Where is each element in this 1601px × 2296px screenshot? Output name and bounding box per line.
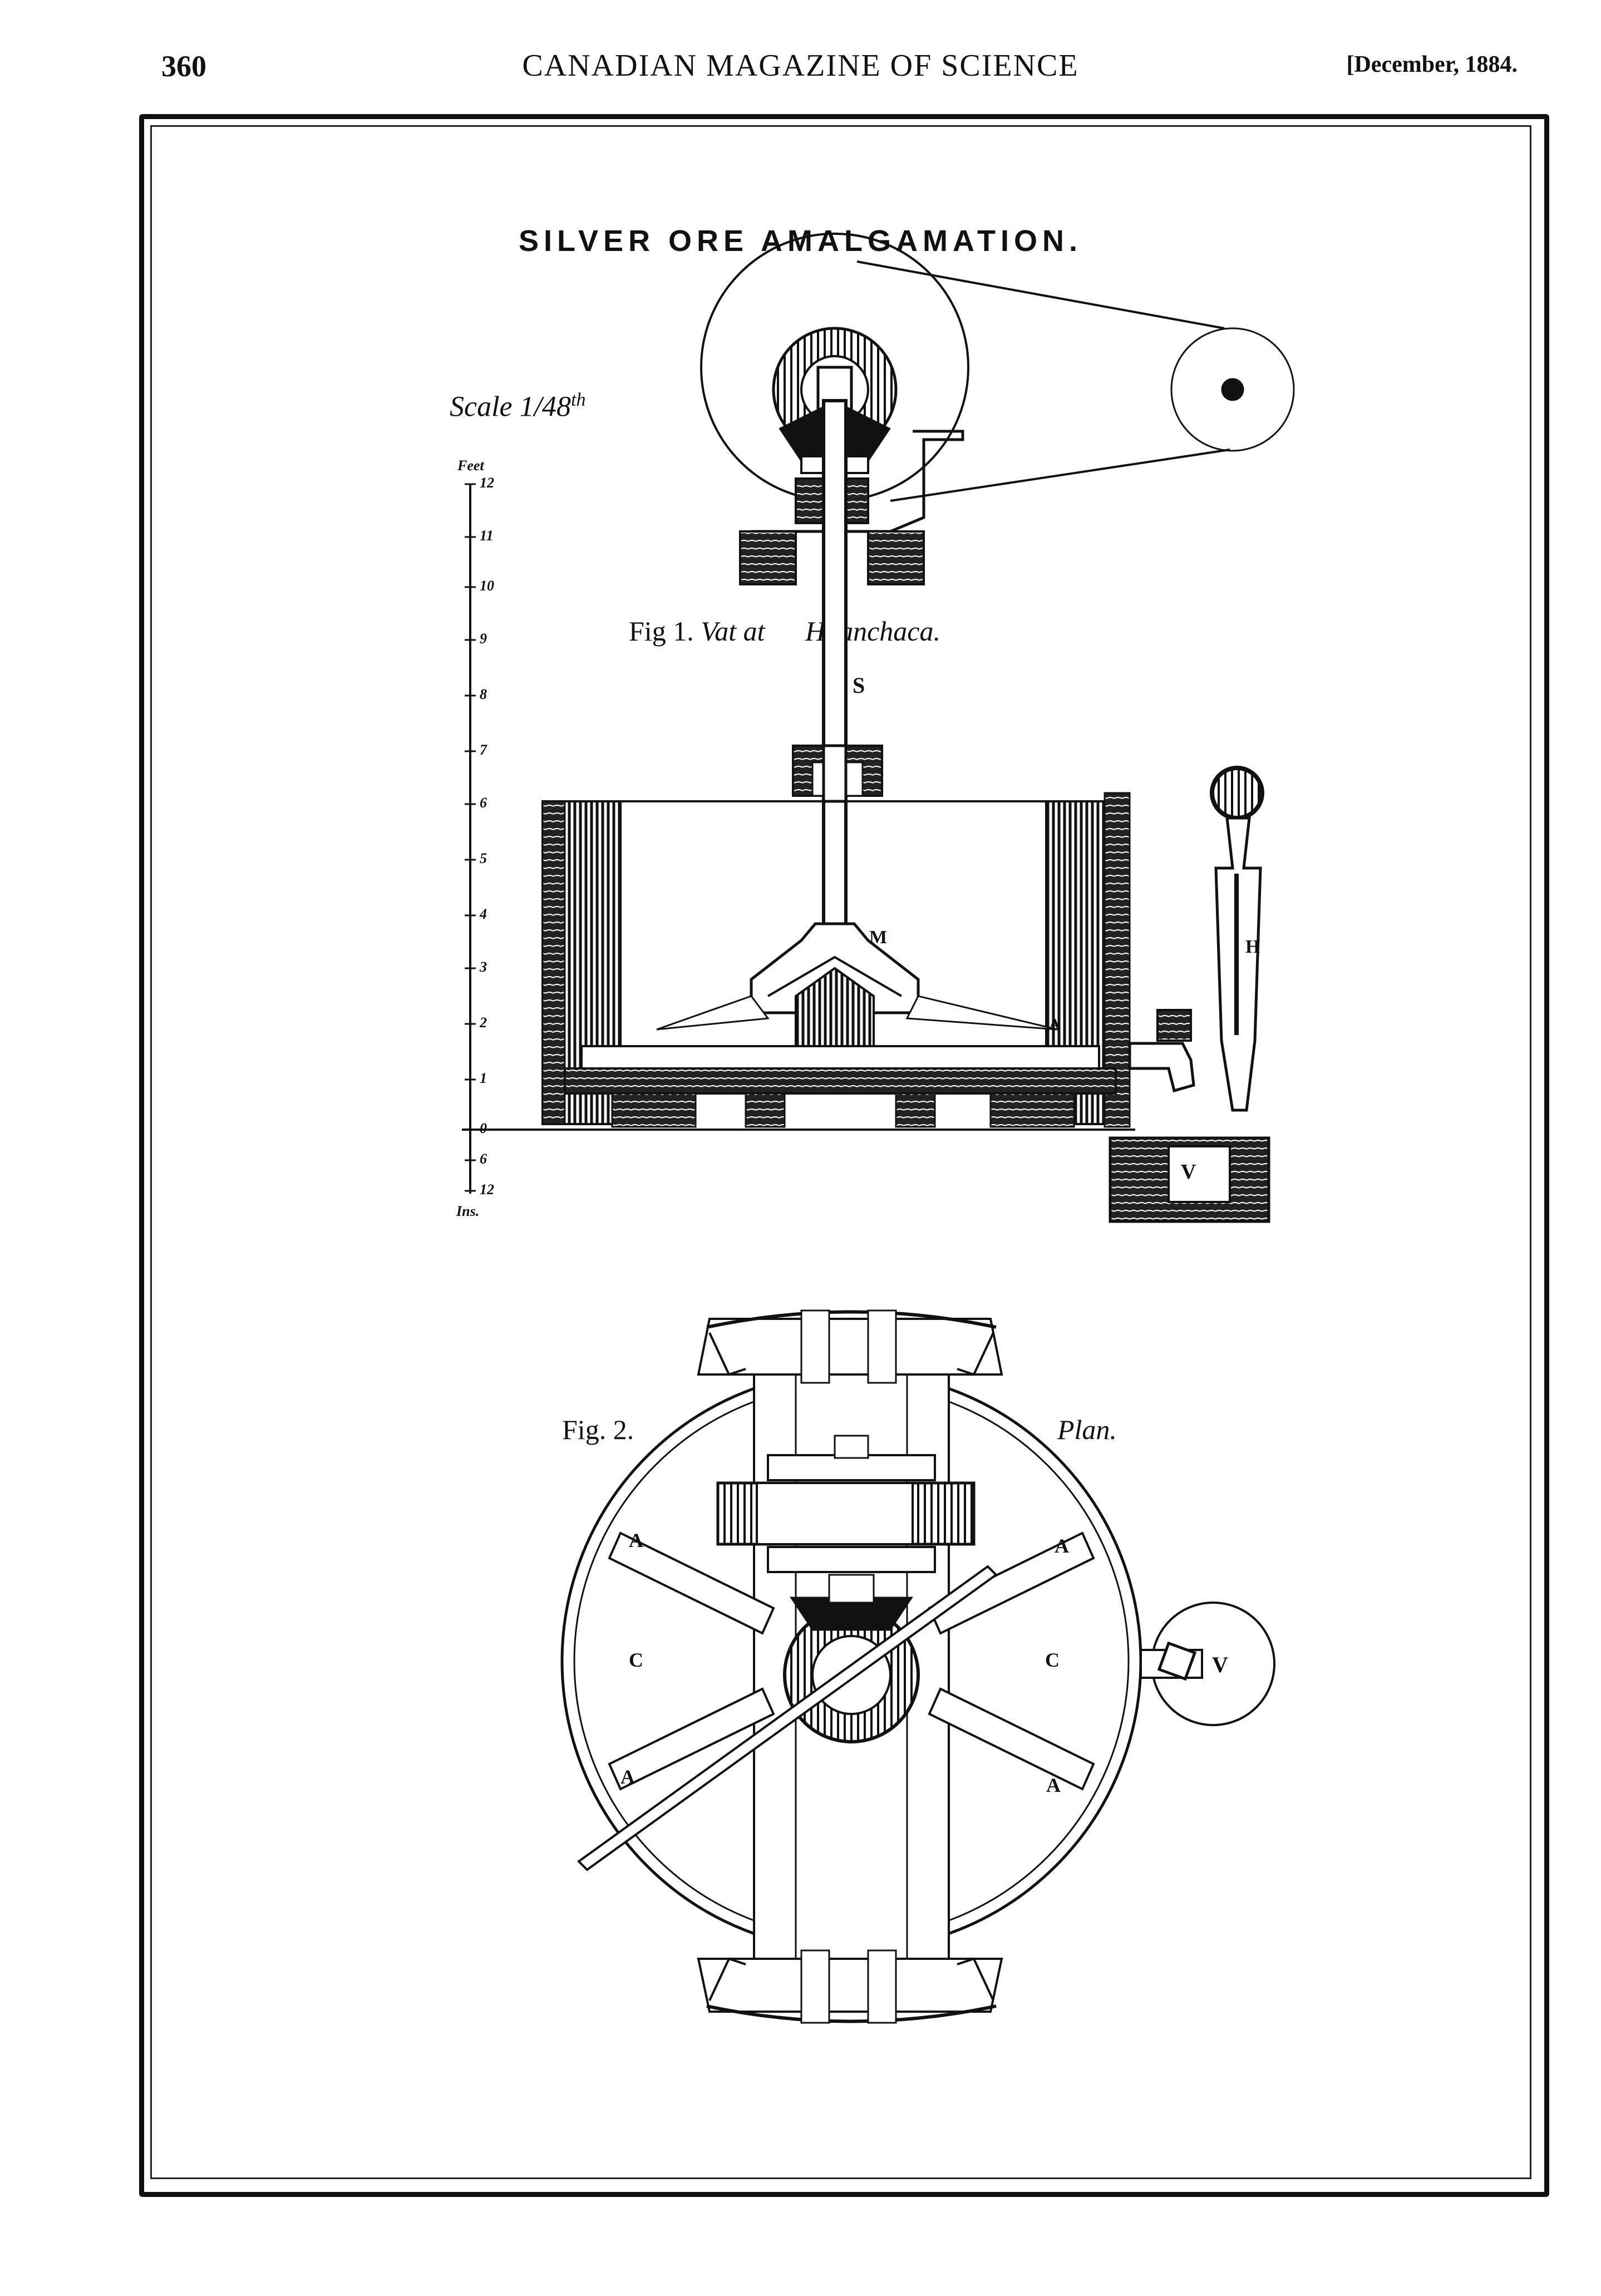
scale-bar — [462, 483, 479, 1192]
driven-pulley-axle — [1221, 378, 1244, 401]
scale-tick-9: 9 — [480, 630, 487, 647]
vat-bottom-plate — [580, 1045, 1100, 1070]
scale-tick-6: 6 — [480, 795, 487, 811]
scale-tick-in-6: 6 — [480, 1151, 487, 1167]
scale-tick-0: 0 — [480, 1120, 487, 1136]
scale-tick-8: 8 — [480, 686, 487, 702]
fig1-caption-lead: Fig 1. — [629, 615, 694, 647]
plate-title: SILVER ORE AMALGAMATION. — [519, 224, 1082, 258]
scale-inches-label: Ins. — [456, 1203, 479, 1219]
plan-yoke-bottom — [697, 1958, 1003, 2013]
muller-arm-left — [656, 995, 770, 1031]
fig2-label-arm-lower-right: A — [1046, 1774, 1061, 1796]
driven-pulley — [1170, 327, 1295, 452]
scale-tick-3: 3 — [479, 959, 487, 975]
fig1-label-shaft: S — [853, 673, 865, 698]
fig2-caption-view: Plan. — [1057, 1414, 1117, 1445]
scale-tick-2: 2 — [479, 1014, 487, 1031]
fig1-label-handle: H — [1245, 937, 1260, 957]
fig2-label-arm-lower-left: A — [620, 1766, 635, 1788]
scale-tick-1: 1 — [480, 1070, 487, 1086]
plan-arm-lower-right — [928, 1687, 1095, 1791]
fig2-label-arm-upper-right: A — [1055, 1535, 1069, 1557]
issue-date: [December, 1884. — [1346, 52, 1518, 77]
belt-bottom — [890, 449, 1230, 502]
scale-label: Scale 1/48th — [450, 390, 586, 423]
fig2-label-compartment-left: C — [629, 1649, 643, 1671]
plate-frame-outer — [139, 114, 1549, 2197]
scale-tick-7: 7 — [480, 742, 487, 758]
fig2-plan — [560, 1309, 1275, 2024]
fig2-view-caption: Plan. — [1057, 1413, 1117, 1446]
running-title: CANADIAN MAGAZINE OF SCIENCE — [522, 48, 1079, 83]
vertical-shaft — [822, 399, 848, 931]
scale-suffix: th — [571, 390, 586, 410]
fig2-caption: Fig. 2. — [562, 1413, 634, 1446]
fig2-label-valve: V — [1212, 1652, 1228, 1677]
fig1-caption-italic: Vat at — [701, 615, 765, 647]
fig2-label-compartment-right: C — [1045, 1649, 1060, 1671]
scale-tick-4: 4 — [479, 906, 487, 922]
plate-frame-inner — [150, 125, 1531, 2179]
plan-lever — [577, 1565, 998, 1871]
discharge-spout — [1128, 1042, 1195, 1093]
fig1-label-valve: V — [1181, 1160, 1196, 1184]
scale-text: Scale 1/48 — [450, 391, 572, 423]
scale-tick-12: 12 — [480, 475, 494, 491]
scale-tick-10: 10 — [480, 578, 494, 594]
fig1-label-arm: A — [1049, 1016, 1061, 1033]
belt-top — [856, 260, 1225, 329]
fig2-caption-lead: Fig. 2. — [562, 1414, 634, 1445]
plan-arm-upper-left — [608, 1531, 775, 1635]
fig2-label-arm-upper-left: A — [629, 1529, 643, 1551]
scale-feet-label: Feet — [457, 457, 484, 474]
handle-knob — [1210, 766, 1264, 820]
beam-left — [739, 530, 797, 585]
scale-tick-5: 5 — [480, 850, 487, 866]
plan-arm-lower-left — [608, 1687, 775, 1791]
page-number: 360 — [161, 50, 206, 83]
scale-tick-in-12: 12 — [480, 1181, 494, 1198]
fig1-label-hub: M — [869, 927, 887, 948]
beam-right — [867, 530, 925, 585]
muller-arm-right — [905, 995, 1058, 1031]
fig1-elevation — [469, 233, 1295, 1223]
scale-tick-11: 11 — [480, 528, 494, 544]
plan-yoke-top — [697, 1318, 1003, 1376]
vat-foundation — [564, 1067, 1117, 1095]
